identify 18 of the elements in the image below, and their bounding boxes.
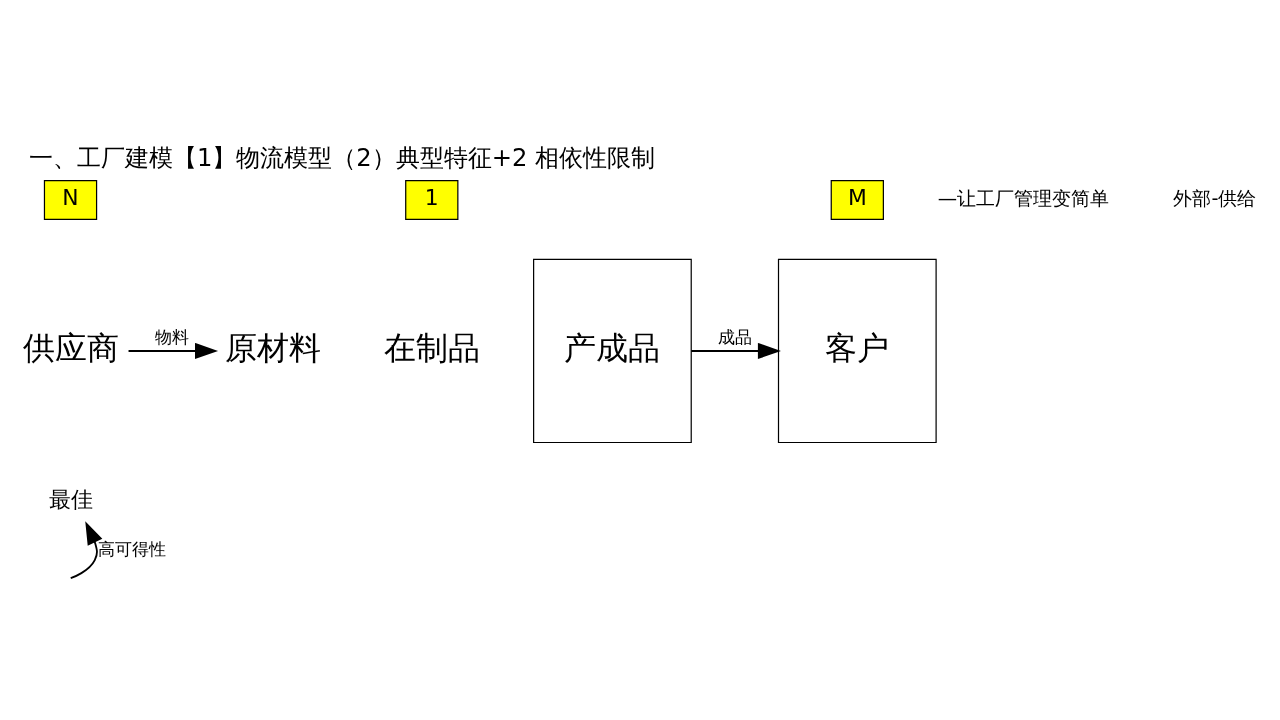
label: 外部-供给 [1173,186,1257,210]
arrow [690,342,781,359]
node-box: M [830,179,884,220]
node-box: N [43,179,98,220]
edge-label: 物料 [154,326,189,347]
arrow [69,520,103,579]
diagram-title: 一、工厂建模【1】物流模型（2）典型特征+2 相依性限制 [28,142,656,172]
node-text: 供应商 [22,329,119,366]
node-box: 1 [405,179,459,220]
node-box: 产成品 [533,258,692,443]
node-text: 在制品 [383,329,480,366]
arrow [127,342,219,359]
node-text: 最佳 [48,486,93,512]
edge-label: 成品 [717,326,752,347]
node-box: 客户 [777,258,937,443]
node-text: 原材料 [224,329,321,366]
edge-label: 高可得性 [98,538,167,559]
label: —让工厂管理变简单 [937,186,1110,210]
